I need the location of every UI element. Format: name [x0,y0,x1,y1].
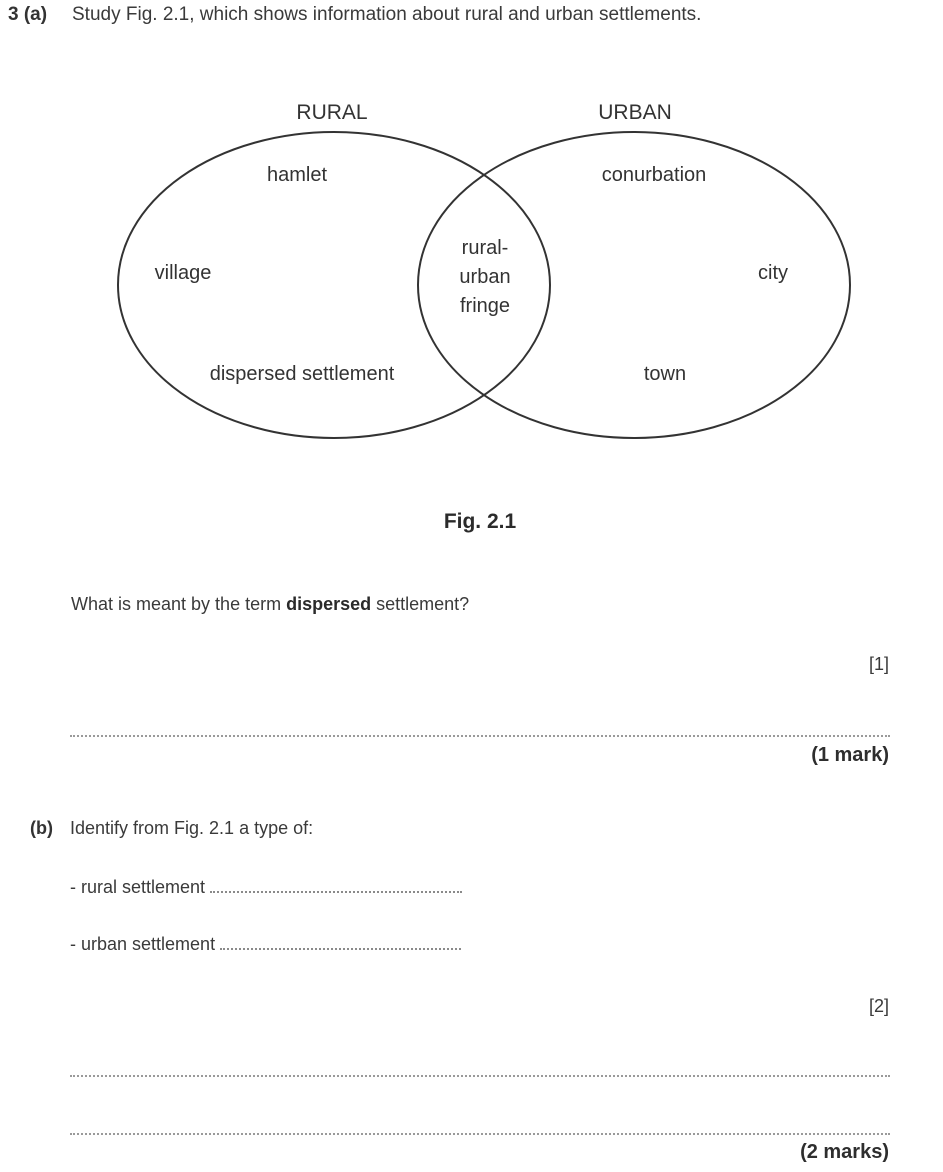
part-a-marks-label: (1 mark) [811,744,889,766]
urban-heading: URBAN [598,101,672,124]
figure-caption: Fig. 2.1 [443,510,517,533]
part-b-marks-label: (2 marks) [800,1141,889,1163]
urban-item-conurbation: conurbation [602,164,707,186]
rural-heading: RURAL [296,101,367,124]
urban-item-town: town [644,363,686,385]
rural-item-village: village [155,262,212,284]
rural-settlement-label: - rural settlement [70,877,206,897]
question-number: 3 (a) [8,4,48,25]
rural-item-dispersed: dispersed settlement [210,363,395,385]
rural-settlement-answer-field[interactable] [210,877,463,893]
urban-item-city: city [758,262,788,284]
rural-item-hamlet: hamlet [267,164,327,186]
rural-circle [117,131,551,439]
question-intro: Study Fig. 2.1, which shows information … [72,4,702,25]
overlap-line-2: urban [459,266,510,288]
urban-settlement-answer-field[interactable] [220,934,462,950]
venn-diagram: RURAL URBAN hamlet village dispersed set… [117,101,851,439]
overlap-line-3: fringe [460,295,510,317]
part-b-answer-line-2[interactable] [70,1133,890,1135]
part-b-label: (b) [30,818,53,838]
overlap-line-1: rural- [462,237,509,259]
urban-circle [417,131,851,439]
question-text-suffix: settlement? [371,594,470,614]
urban-settlement-row: - urban settlement [70,934,462,955]
part-b-answer-line-1[interactable] [70,1075,890,1077]
part-b-mark-bracket: [2] [868,996,889,1016]
part-a-question: What is meant by the term dispersed sett… [71,594,469,615]
question-text-prefix: What is meant by the term [71,594,287,614]
question-text-bold: dispersed [286,594,372,614]
part-a-mark-bracket: [1] [868,654,889,674]
part-b-prompt: Identify from Fig. 2.1 a type of: [70,818,314,838]
rural-settlement-row: - rural settlement [70,877,463,898]
urban-settlement-label: - urban settlement [70,934,216,954]
part-a-answer-line[interactable] [70,735,890,737]
